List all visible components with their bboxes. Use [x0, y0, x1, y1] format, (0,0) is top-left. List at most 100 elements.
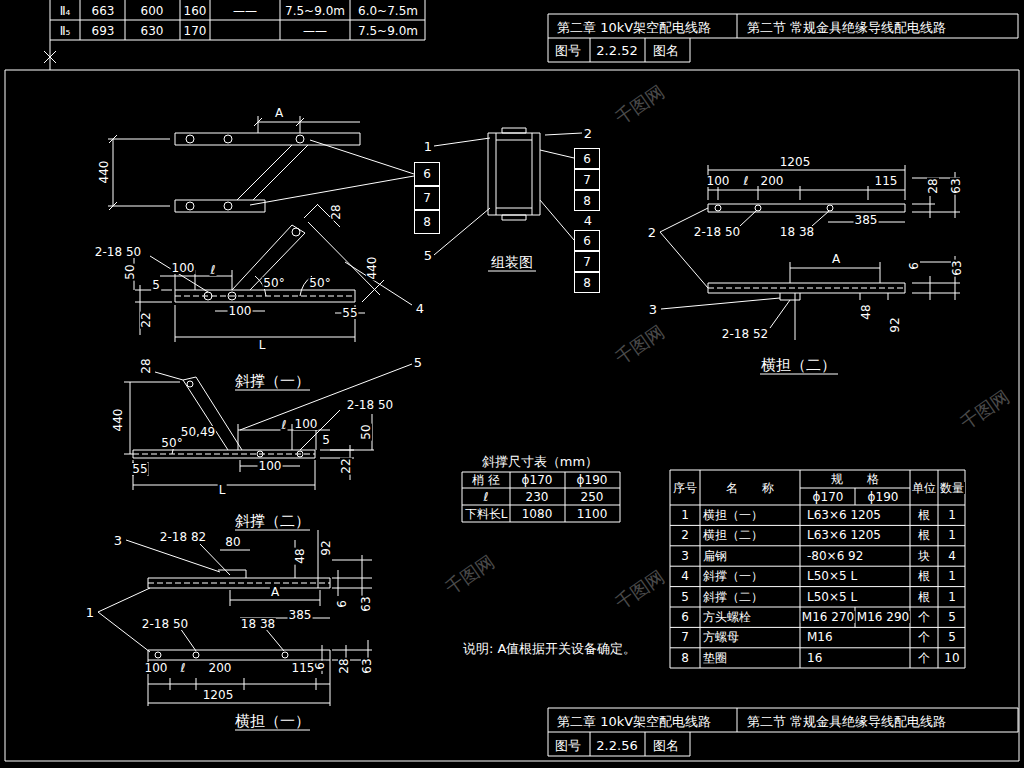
dimension-label: 4 — [415, 302, 425, 315]
table-cell: 斜撑（二） — [702, 591, 764, 603]
dimension-label: 100 — [258, 460, 283, 472]
dimension-label: 5 — [321, 434, 331, 446]
table-cell: 250 — [580, 491, 605, 503]
table-cell: 扁钢 — [702, 550, 728, 562]
table-cell: 663 — [91, 5, 116, 17]
callout-box: 6 — [414, 162, 440, 186]
dimension-label: 385 — [288, 609, 313, 621]
watermark: 千图网 — [612, 567, 668, 614]
title-block-text: 图名 — [652, 739, 680, 752]
dimension-label: A — [274, 107, 284, 119]
table-cell: 1100 — [576, 508, 609, 520]
dimension-label: 100 — [228, 305, 253, 317]
dimension-label: 5 — [151, 279, 161, 291]
table-cell: 7.5~9.0m — [357, 25, 419, 37]
dimension-label: 22 — [340, 457, 352, 474]
dimension-label: 1 — [85, 606, 95, 619]
dimension-label: 50 — [124, 263, 136, 280]
table-cell: 序号 — [672, 482, 698, 494]
callout-number: 7 — [583, 174, 591, 186]
table-cell: 7 — [680, 631, 690, 643]
crossarm-one — [98, 530, 372, 730]
table-cell: 6.0~7.5m — [357, 5, 419, 17]
table-cell: ϕ170 — [812, 491, 845, 503]
table-cell: 个 — [917, 652, 931, 664]
brace-two — [124, 364, 412, 530]
dimension-label: 28 — [330, 203, 342, 220]
dimension-label: 63 — [360, 595, 372, 612]
dimension-label: 6 — [314, 661, 326, 671]
table-cell: 单位 — [911, 482, 937, 494]
note-text: 说明: A值根据开关设备确定。 — [462, 642, 637, 655]
table-cell: L50×5 L — [806, 591, 858, 603]
title-block-text: 2.2.56 — [595, 739, 638, 752]
dimension-label: 横担（二） — [760, 358, 837, 373]
table-cell: —— — [302, 25, 328, 37]
dimension-label: 2-18 50 — [693, 226, 741, 238]
table-cell: 1 — [947, 509, 957, 521]
dimension-label: 1 — [423, 140, 433, 153]
table-cell: 块 — [917, 550, 931, 562]
table-cell: 6 — [680, 611, 690, 623]
dimension-label: ℓ — [281, 419, 288, 431]
frame-lines — [5, 0, 1019, 761]
table-cell: 根 — [917, 509, 931, 521]
table-cell: 1 — [947, 529, 957, 541]
callout-number: 7 — [423, 192, 431, 204]
callout-box: 7 — [574, 169, 600, 190]
dimension-label: 55 — [341, 307, 358, 319]
dimension-label: 63 — [951, 259, 963, 276]
table-cell: ϕ190 — [867, 491, 900, 503]
dimension-label: 22 — [140, 311, 152, 328]
table-cell: ϕ190 — [576, 474, 609, 486]
callout-box: 7 — [574, 251, 600, 272]
table-cell: 横担（一） — [702, 509, 764, 521]
dimension-label: 横担（一） — [234, 714, 311, 729]
dimension-label: 6 — [336, 599, 348, 609]
table-cell: 600 — [140, 5, 165, 17]
table-cell: 方螺母 — [702, 631, 740, 643]
watermark: 千图网 — [612, 82, 668, 129]
dimension-label: 50° — [262, 277, 285, 289]
brace-one — [134, 204, 412, 390]
dimension-label: 100 — [294, 418, 319, 430]
dimension-label: 18 38 — [240, 618, 276, 630]
dimension-label: 4 — [583, 214, 593, 227]
dimension-label: 2-18 82 — [159, 531, 207, 543]
callout-box: 6 — [574, 230, 600, 251]
dimension-label: ℓ — [180, 662, 187, 674]
dimension-label: 50° — [308, 277, 331, 289]
assembly-view — [434, 128, 582, 271]
table-cell: 横担（二） — [702, 529, 764, 541]
title-block-text: 图号 — [554, 739, 582, 752]
dimension-label: 6 — [908, 261, 920, 271]
dimension-label: 18 38 — [779, 226, 815, 238]
table-cell: 垫圈 — [702, 652, 728, 664]
dimension-label: 斜撑（一） — [234, 374, 311, 389]
dimension-label: L — [258, 339, 267, 351]
watermark: 千图网 — [957, 387, 1013, 434]
table-cell: 1 — [680, 509, 690, 521]
callout-number: 8 — [583, 195, 591, 207]
table-cell: 梢 径 — [471, 474, 501, 486]
table-cell: 8 — [680, 652, 690, 664]
table-cell: Ⅱ₄ — [59, 5, 72, 17]
assembly-plan — [108, 116, 414, 212]
title-block-text: 第二节 常规金具绝缘导线配电线路 — [746, 21, 947, 34]
dimension-label: 斜撑（二） — [234, 514, 311, 529]
title-block-text: 2.2.52 — [595, 44, 638, 57]
dimension-label: 115 — [874, 175, 899, 187]
dimension-label: 100 — [171, 262, 196, 274]
bolt-holes — [155, 135, 833, 658]
table-cell: 数量 — [939, 482, 965, 494]
dimension-label: 48 — [860, 303, 872, 320]
dimension-label: 5 — [413, 356, 423, 369]
table-cell: L50×5 L — [806, 570, 858, 582]
table-cell: 10 — [943, 652, 960, 664]
dimension-label: 1205 — [202, 689, 235, 701]
callout-number: 6 — [583, 235, 591, 247]
dimension-label: 100 — [706, 175, 731, 187]
dimension-label: 63 — [361, 657, 373, 674]
table-cell: 5 — [947, 631, 957, 643]
